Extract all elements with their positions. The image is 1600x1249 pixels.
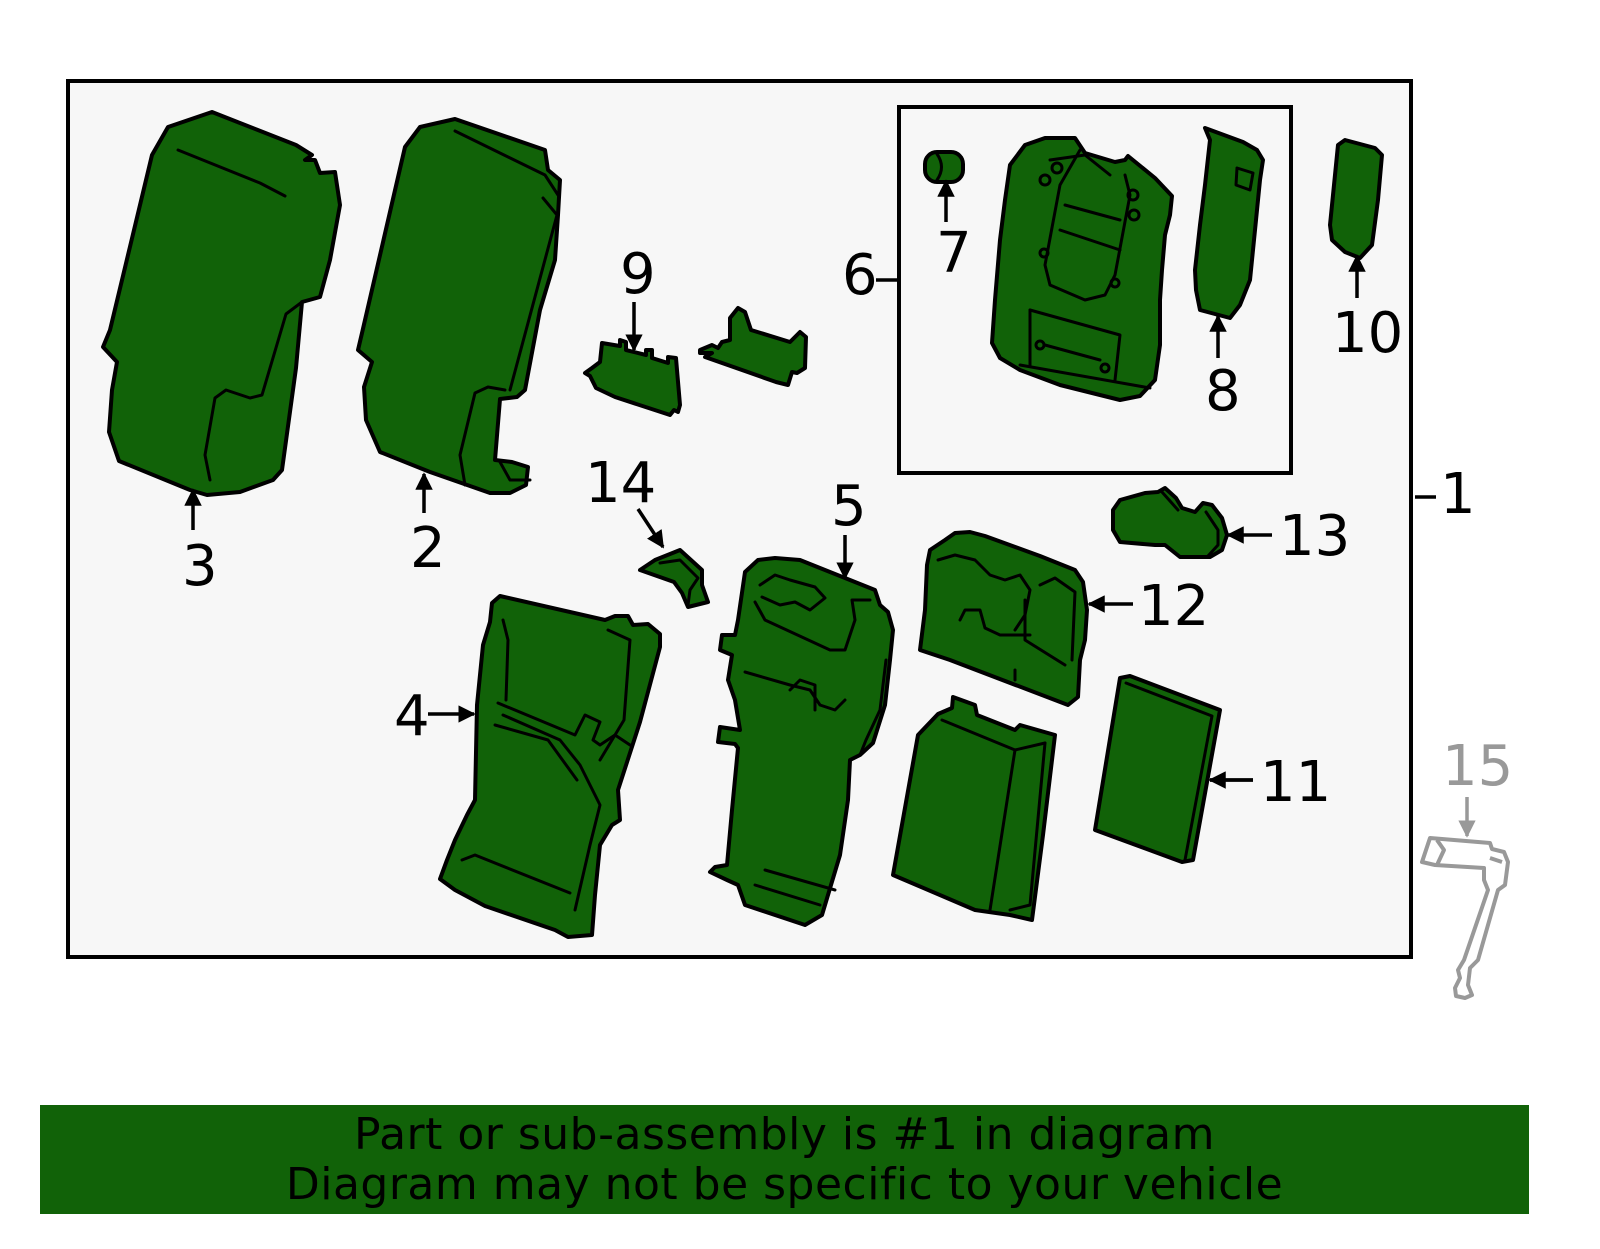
part-5-frame-assembly[interactable] [708, 556, 895, 927]
callout-8[interactable]: 8 [1205, 359, 1241, 424]
part-4-seatback-frame[interactable] [438, 594, 662, 939]
part-6-back-panel[interactable] [990, 136, 1174, 402]
part-3-seatback-cover[interactable] [101, 110, 342, 497]
callout-9[interactable]: 9 [620, 242, 656, 307]
part-15-cable[interactable] [1420, 836, 1510, 1000]
part-2-seatback-cover[interactable] [356, 117, 562, 495]
callout-4[interactable]: 4 [394, 684, 430, 749]
callout-3[interactable]: 3 [182, 534, 218, 599]
callout-7[interactable]: 7 [936, 221, 972, 286]
part-9-bracket-secondary[interactable] [698, 306, 808, 387]
part-11-pad[interactable] [1093, 674, 1222, 864]
part-12-armrest-insert[interactable] [918, 530, 1089, 707]
callout-5[interactable]: 5 [831, 474, 867, 539]
callout-6[interactable]: 6 [842, 243, 878, 308]
banner-subassembly-note: Part or sub-assembly is #1 in diagram [354, 1108, 1215, 1160]
part-armrest-box[interactable] [891, 695, 1057, 922]
part-13-cup-holder[interactable] [1111, 486, 1229, 559]
disclaimer-banner: Part or sub-assembly is #1 in diagram Di… [40, 1105, 1529, 1214]
callout-leaders [184, 179, 1476, 838]
callout-2[interactable]: 2 [410, 516, 446, 581]
subassembly-6-frame [897, 105, 1293, 475]
callout-11[interactable]: 11 [1260, 750, 1331, 815]
banner-vehicle-disclaimer: Diagram may not be specific to your vehi… [285, 1158, 1284, 1210]
callout-15[interactable]: 15 [1442, 734, 1513, 799]
callout-12[interactable]: 12 [1138, 574, 1209, 639]
part-10-trim[interactable] [1328, 138, 1384, 260]
callout-labels: 1 2 3 4 5 6 7 8 9 10 11 12 13 14 15 [182, 221, 1513, 815]
part-14-clip[interactable] [638, 548, 710, 609]
part-7-plug[interactable] [923, 150, 965, 184]
part-8-side-cover[interactable] [1193, 126, 1265, 320]
callout-13[interactable]: 13 [1279, 504, 1350, 569]
callout-14[interactable]: 14 [585, 451, 656, 516]
callout-1[interactable]: 1 [1440, 462, 1476, 527]
callout-10[interactable]: 10 [1332, 301, 1403, 366]
